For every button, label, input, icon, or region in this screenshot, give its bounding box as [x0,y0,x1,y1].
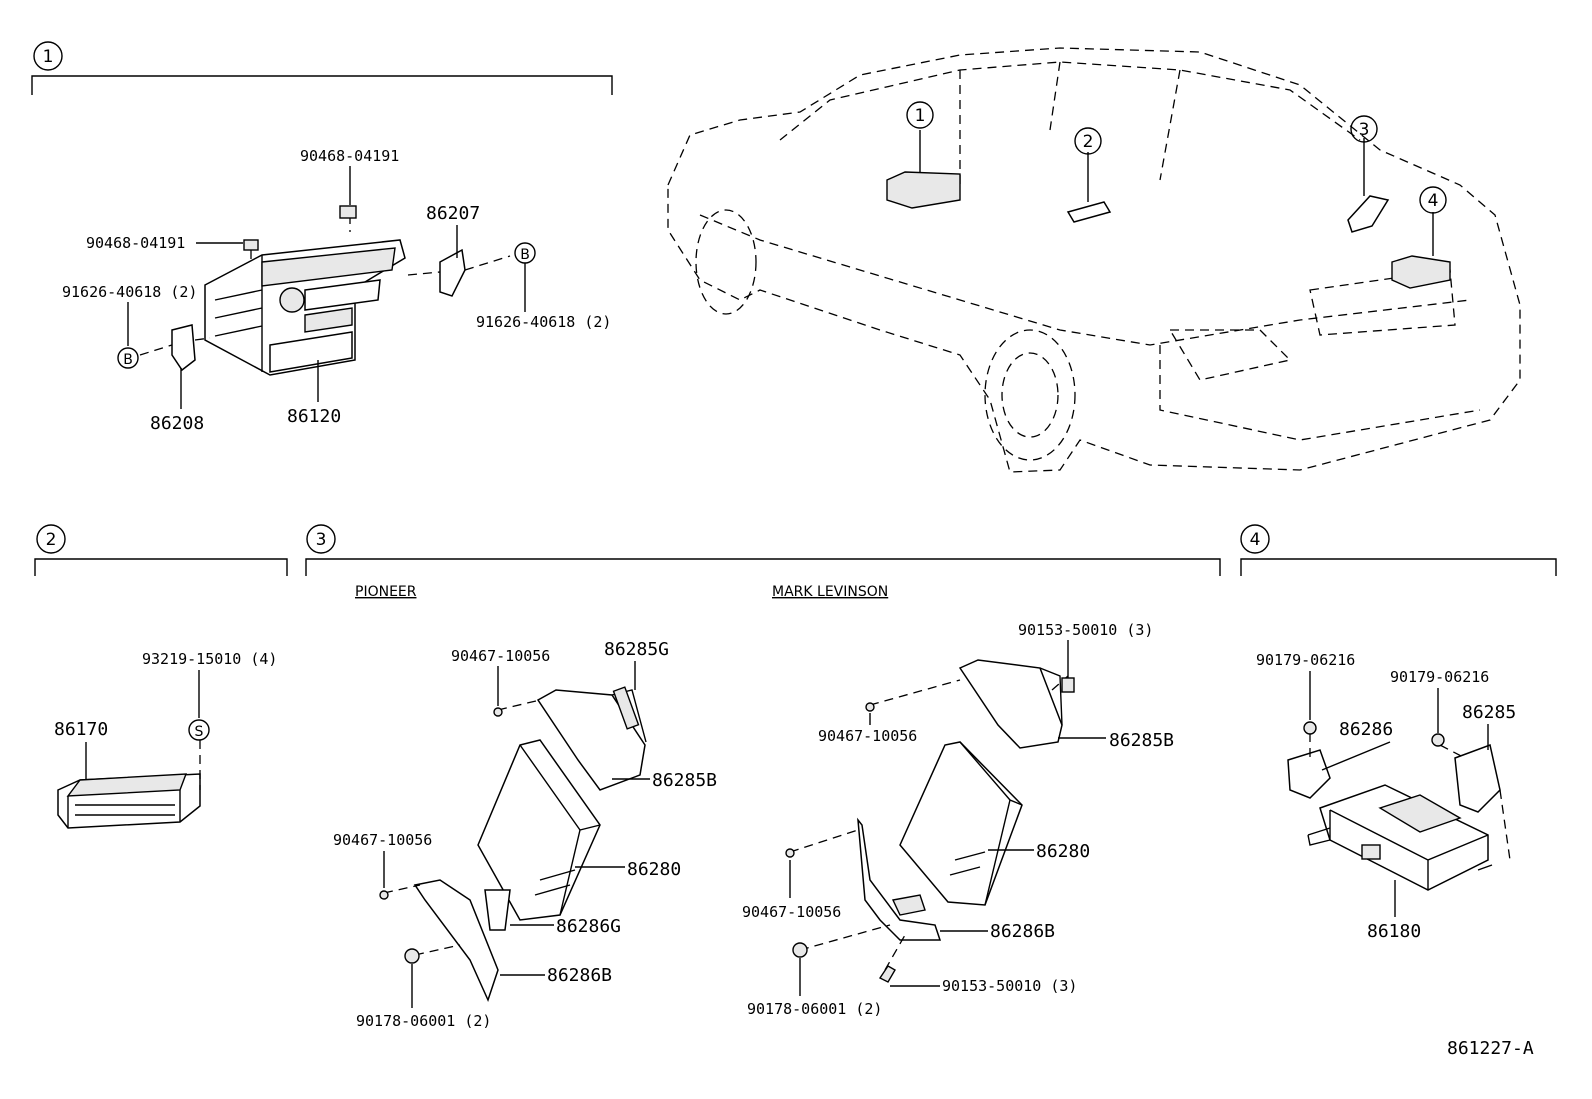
label-93219-15010: 93219-15010 (4) [142,650,277,668]
mark-levinson-amplifier-drawing [785,659,1075,983]
section-4-number: 4 [1250,530,1261,550]
ref-marker-b-left-text: B [123,352,133,368]
label-86207: 86207 [426,203,480,224]
car-callout-2: 2 [1083,132,1094,152]
section-3-number: 3 [316,530,327,550]
unit-86180-drawing [1287,721,1511,891]
label-86286: 86286 [1339,719,1393,740]
label-ml-90467-10056-bot: 90467-10056 [742,903,841,921]
label-ml-90467-10056-top: 90467-10056 [818,727,917,745]
car-callout-1: 1 [915,106,926,126]
section-1-marker [33,41,63,71]
label-90179-06216-right: 90179-06216 [1390,668,1489,686]
head-unit-86120-drawing [139,205,511,376]
label-pio-90178-06001: 90178-06001 (2) [356,1012,491,1030]
ref-marker-s: S [195,724,204,740]
section-1-bracket [31,75,613,95]
label-ml-86280: 86280 [1036,841,1090,862]
car-callout-3: 3 [1359,120,1370,140]
label-pio-86286G: 86286G [556,916,621,937]
ref-marker-b-right-text: B [520,247,530,263]
label-86285: 86285 [1462,702,1516,723]
section-2: 2 93219-15010 (4) S 86170 [34,524,288,829]
label-90179-06216-left: 90179-06216 [1256,651,1355,669]
label-pio-86285B: 86285B [652,770,717,791]
label-ml-90153-50010-top: 90153-50010 (3) [1018,621,1153,639]
label-86120: 86120 [287,406,341,427]
diagram-code: 861227-A [1447,1038,1534,1059]
label-pio-90467-10056-top: 90467-10056 [451,647,550,665]
heading-mark-levinson: MARK LEVINSON [772,584,888,600]
car-callout-4: 4 [1428,191,1439,211]
pioneer-amplifier-drawing [379,686,647,1003]
section-2-bracket [34,558,288,576]
label-91626-40618-right: 91626-40618 (2) [476,313,611,331]
section-4: 4 90179-06216 90179-06216 86286 86285 86… [1240,524,1557,942]
label-pio-90467-10056-mid: 90467-10056 [333,831,432,849]
label-ml-86285B: 86285B [1109,730,1174,751]
unit-86170-drawing [57,740,201,829]
label-91626-40618-left: 91626-40618 (2) [62,283,197,301]
car-overview-drawing [667,47,1521,473]
label-ml-86286B: 86286B [990,921,1055,942]
label-90468-04191-top: 90468-04191 [300,147,399,165]
section-4-bracket [1240,558,1557,576]
label-90468-04191-left: 90468-04191 [86,234,185,252]
label-ml-90178-06001: 90178-06001 (2) [747,1000,882,1018]
label-86180: 86180 [1367,921,1421,942]
label-pio-86285G: 86285G [604,639,669,660]
section-3-bracket [305,558,1221,576]
ref-marker-b-left [117,347,139,369]
label-ml-90153-50010-bot: 90153-50010 (3) [942,977,1077,995]
section-3: 3 PIONEER MARK LEVINSON 90467-10056 8628… [305,524,1221,1030]
heading-pioneer: PIONEER [355,584,417,600]
section-1: 1 90468-04191 90468-04191 9162 [31,41,613,434]
car-callouts: 1 2 3 4 [906,101,1447,214]
label-pio-86286B: 86286B [547,965,612,986]
section-2-number: 2 [46,530,57,550]
section-1-number: 1 [43,47,54,67]
label-86208: 86208 [150,413,204,434]
label-86170: 86170 [54,719,108,740]
label-pio-86280: 86280 [627,859,681,880]
